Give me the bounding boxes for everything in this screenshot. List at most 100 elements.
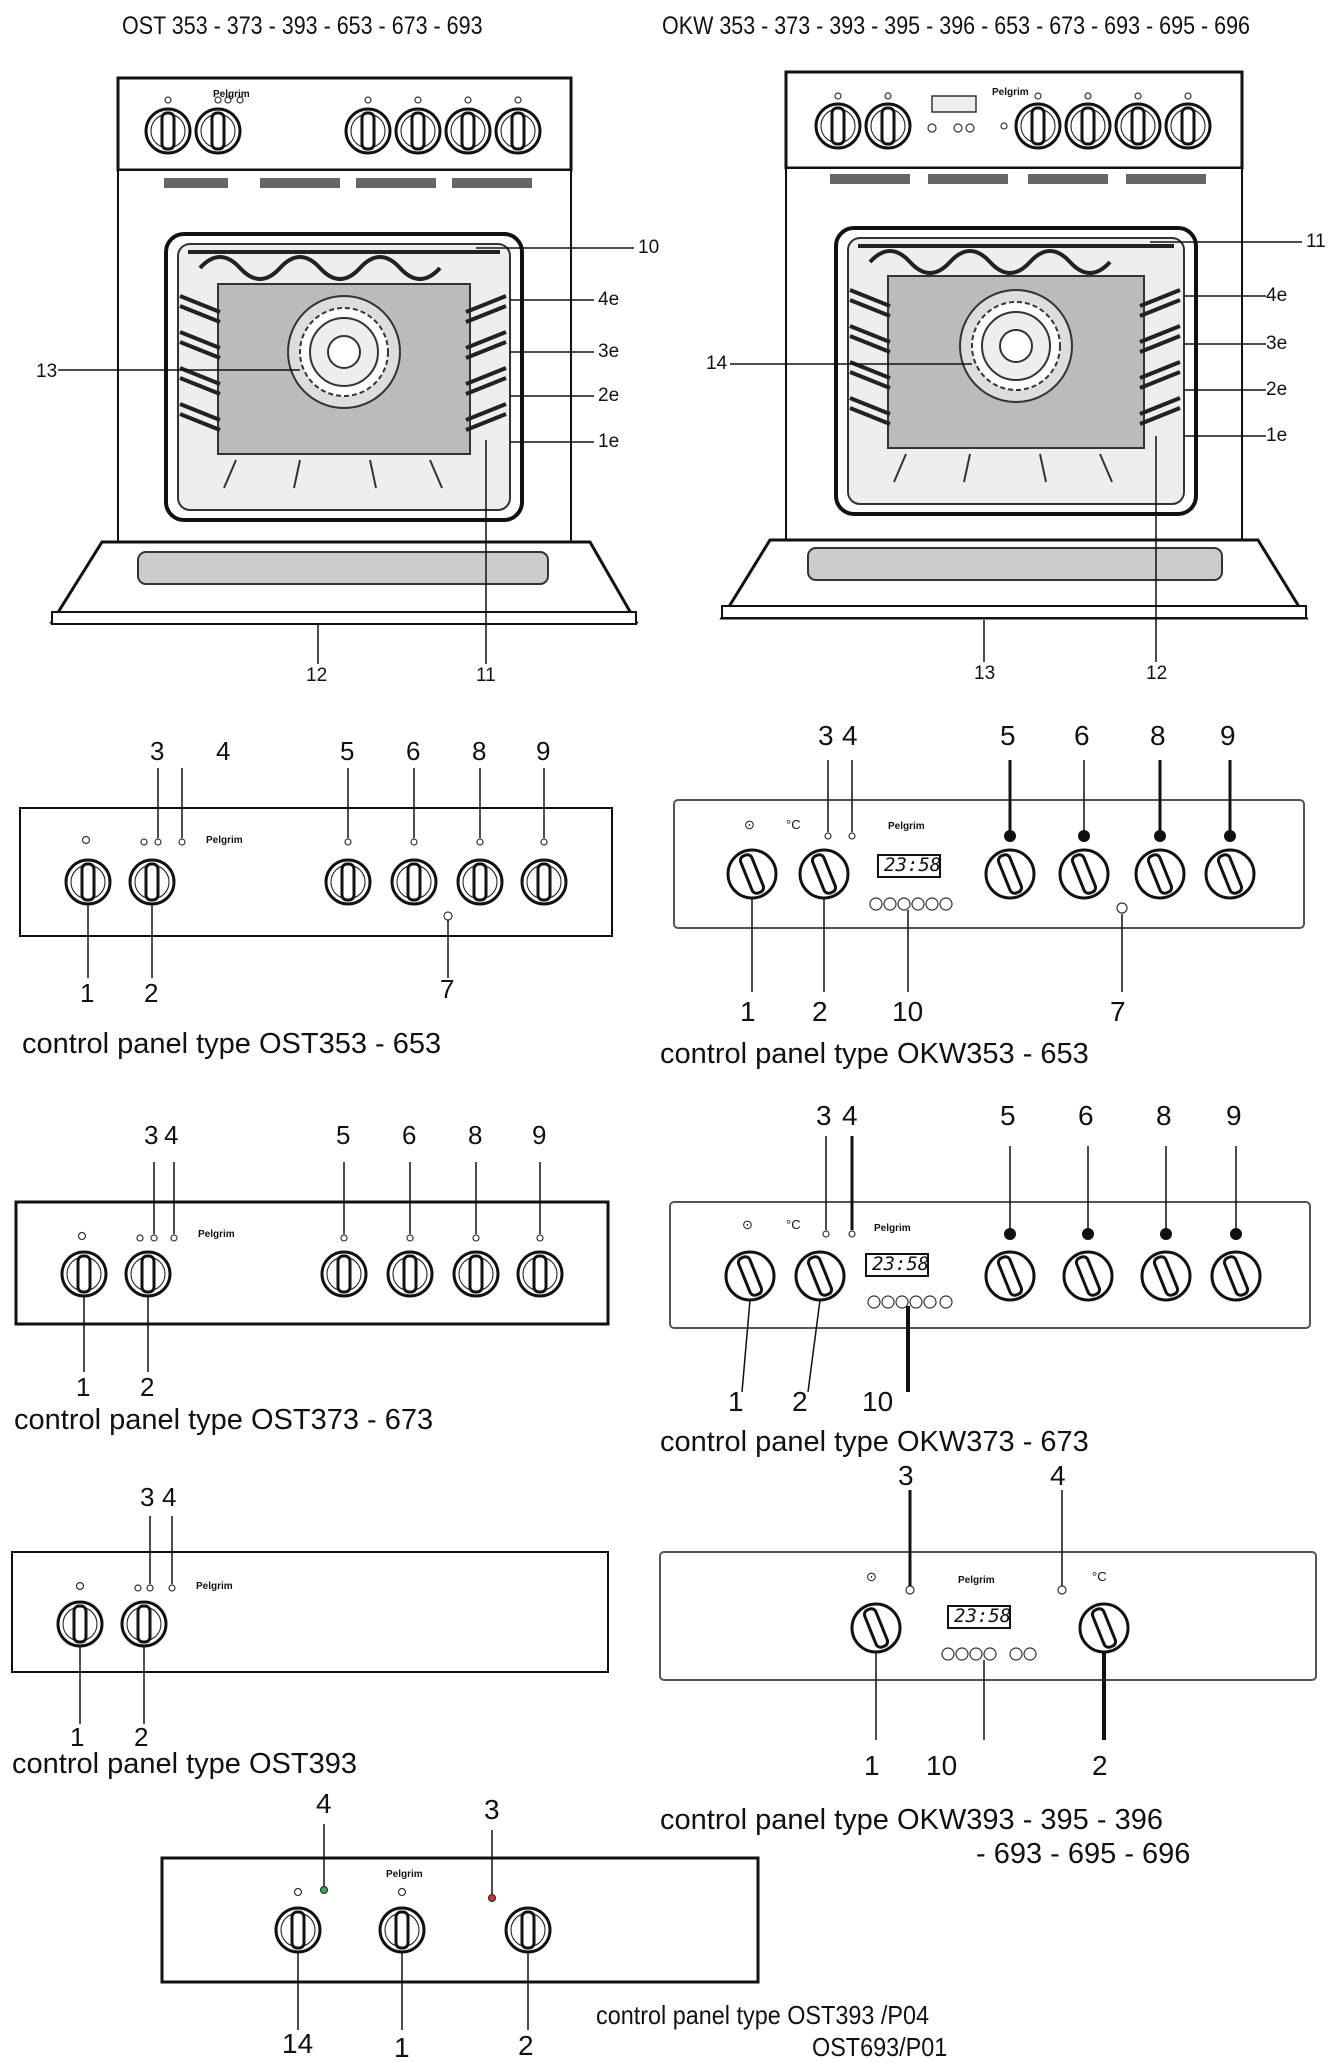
brand-logo: Pelgrim	[213, 89, 250, 100]
label-3: 3	[816, 1100, 832, 1131]
oven-ost-label-12: 12	[306, 665, 328, 686]
label-1: 1	[76, 1372, 91, 1402]
label-2: 2	[144, 978, 159, 1008]
oven-symbol-icon: ⊙	[866, 1569, 877, 1584]
oven-okw-shelf-3: 3e	[1266, 333, 1288, 354]
label-6: 6	[1078, 1100, 1094, 1131]
label-5: 5	[1000, 1100, 1016, 1131]
label-1: 1	[80, 978, 95, 1008]
label-10: 10	[926, 1750, 958, 1781]
panel-okw393	[659, 1490, 1317, 1740]
oven-ost-label-13: 13	[36, 361, 58, 382]
label-4: 4	[1050, 1460, 1066, 1491]
label-3: 3	[144, 1120, 159, 1150]
label-5: 5	[340, 736, 355, 766]
clock-display: 23:58	[954, 1605, 1012, 1627]
label-7: 7	[440, 974, 455, 1004]
label-2: 2	[518, 2030, 534, 2061]
caption-ost393: control panel type OST393	[12, 1748, 357, 1780]
title-okw: OKW 353 - 373 - 393 - 395 - 396 - 653 - …	[662, 12, 1251, 40]
label-1: 1	[394, 2032, 410, 2063]
caption-ost393-p04-line1: control panel type OST393 /P04	[596, 2000, 930, 2030]
oven-okw-label-11: 11	[1306, 231, 1326, 252]
label-2: 2	[1092, 1750, 1108, 1781]
panel-okw353	[673, 760, 1305, 992]
caption-okw393-line2: - 693 - 695 - 696	[976, 1838, 1191, 1870]
caption-okw353: control panel type OKW353 - 653	[660, 1038, 1089, 1070]
oven-ost-illustration	[49, 76, 639, 664]
label-1: 1	[864, 1750, 880, 1781]
brand-logo: Pelgrim	[196, 1581, 233, 1592]
panel-ost373	[14, 1162, 610, 1372]
oven-okw-shelf-4: 4e	[1266, 285, 1288, 306]
caption-okw393-line1: control panel type OKW393 - 395 - 396	[660, 1804, 1163, 1836]
brand-logo: Pelgrim	[386, 1869, 423, 1880]
label-3: 3	[140, 1482, 155, 1512]
oven-ost-label-10: 10	[638, 237, 660, 258]
label-9: 9	[1226, 1100, 1242, 1131]
label-3: 3	[818, 720, 834, 751]
label-6: 6	[406, 736, 421, 766]
oven-ost-label-11: 11	[476, 665, 496, 686]
label-9: 9	[532, 1120, 547, 1150]
brand-logo: Pelgrim	[992, 87, 1029, 98]
caption-ost353: control panel type OST353 - 653	[22, 1028, 442, 1060]
brand-logo: Pelgrim	[198, 1229, 235, 1240]
label-6: 6	[402, 1120, 417, 1150]
celsius-symbol: °C	[1092, 1569, 1107, 1584]
oven-ost-shelf-3: 3e	[598, 341, 620, 362]
label-4: 4	[216, 736, 231, 766]
label-3: 3	[484, 1794, 500, 1825]
label-5: 5	[1000, 720, 1016, 751]
label-9: 9	[536, 736, 551, 766]
panel-ost353	[19, 768, 613, 978]
brand-logo: Pelgrim	[874, 1223, 911, 1234]
oven-okw-label-14: 14	[706, 353, 728, 374]
label-1: 1	[740, 996, 756, 1027]
label-2: 2	[812, 996, 828, 1027]
label-2: 2	[792, 1386, 808, 1417]
oven-ost-shelf-2: 2e	[598, 385, 620, 406]
label-7: 7	[1110, 996, 1126, 1027]
celsius-symbol: °C	[786, 1217, 801, 1232]
panel-ost393	[11, 1516, 609, 1724]
brand-logo: Pelgrim	[206, 835, 243, 846]
label-4: 4	[316, 1788, 332, 1819]
oven-ost-shelf-4: 4e	[598, 289, 620, 310]
label-8: 8	[1156, 1100, 1172, 1131]
label-2: 2	[134, 1722, 149, 1752]
brand-logo: Pelgrim	[958, 1575, 995, 1586]
label-8: 8	[468, 1120, 483, 1150]
brand-logo: Pelgrim	[888, 821, 925, 832]
label-5: 5	[336, 1120, 351, 1150]
label-8: 8	[1150, 720, 1166, 751]
label-10: 10	[862, 1386, 894, 1417]
label-1: 1	[70, 1722, 85, 1752]
label-6: 6	[1074, 720, 1090, 751]
caption-ost393-p04-line2: OST693/P01	[812, 2032, 948, 2062]
oven-okw-shelf-1: 1e	[1266, 425, 1288, 446]
oven-ost-shelf-1: 1e	[598, 431, 620, 452]
label-4: 4	[162, 1482, 177, 1512]
celsius-symbol: °C	[786, 817, 801, 832]
title-ost: OST 353 - 373 - 393 - 653 - 673 - 693	[122, 12, 483, 40]
panel-okw373	[669, 1136, 1311, 1393]
caption-okw373: control panel type OKW373 - 673	[660, 1426, 1089, 1458]
oven-okw-shelf-2: 2e	[1266, 379, 1288, 400]
label-4: 4	[842, 1100, 858, 1131]
label-3: 3	[150, 736, 165, 766]
label-10: 10	[892, 996, 924, 1027]
label-3: 3	[898, 1460, 914, 1491]
oven-okw-label-13: 13	[974, 663, 996, 684]
clock-display: 23:58	[884, 854, 942, 876]
label-1: 1	[728, 1386, 744, 1417]
label-8: 8	[472, 736, 487, 766]
panel-ost393-p04	[160, 1824, 760, 2030]
clock-display: 23:58	[872, 1253, 930, 1275]
label-9: 9	[1220, 720, 1236, 751]
label-4: 4	[164, 1120, 179, 1150]
oven-symbol-icon: ⊙	[742, 1217, 753, 1232]
oven-okw-illustration	[719, 70, 1309, 662]
oven-okw-label-12: 12	[1146, 663, 1168, 684]
label-14: 14	[282, 2028, 314, 2059]
